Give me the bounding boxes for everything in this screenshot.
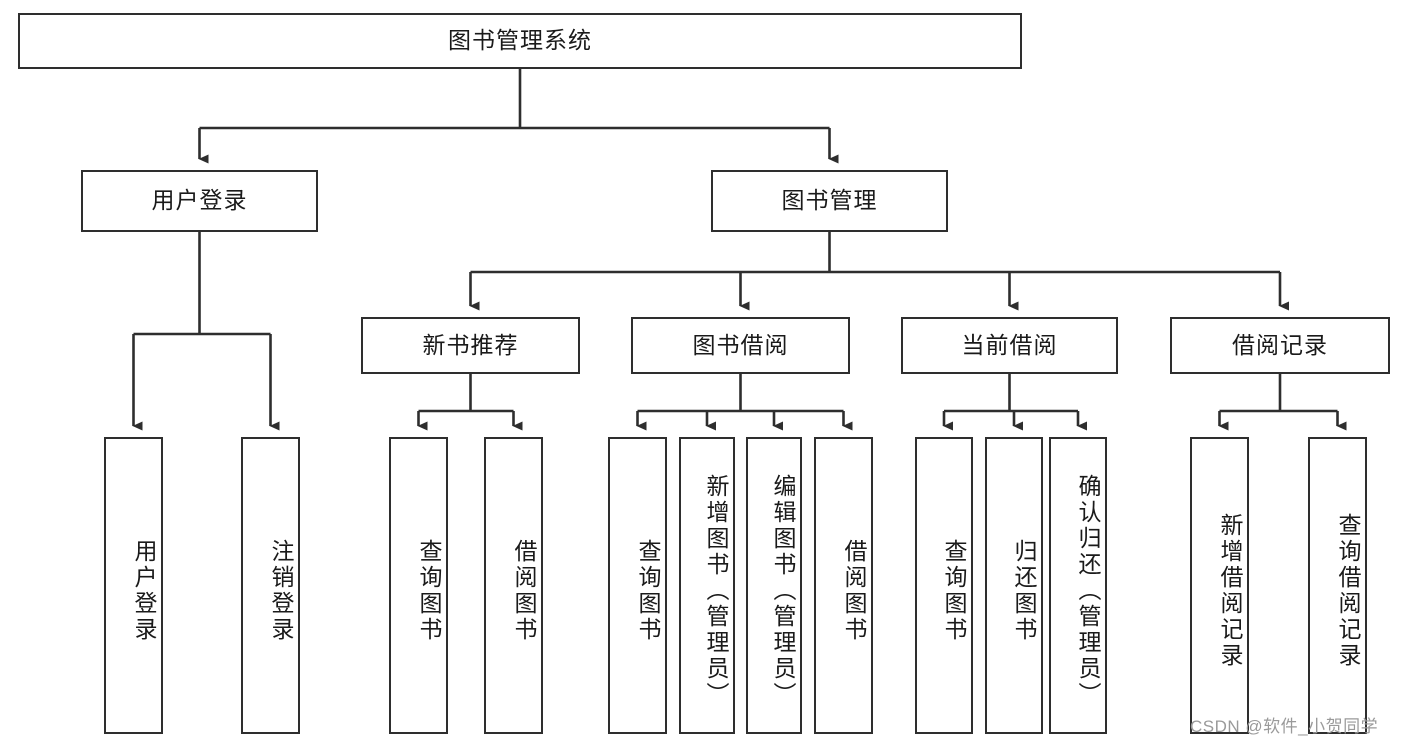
node-borrow-record-label: 借阅记录 (1232, 331, 1328, 358)
node-current-borrow[interactable]: 当前借阅 (901, 317, 1118, 374)
node-leaf-user-logout-label: 注销登录 (268, 538, 294, 643)
node-leaf-user-login[interactable]: 用户登录 (104, 437, 163, 734)
node-leaf-query-book-3-label: 查询图书 (941, 538, 967, 643)
node-leaf-borrow-book-1-label: 借阅图书 (511, 538, 537, 643)
node-leaf-user-logout[interactable]: 注销登录 (241, 437, 300, 734)
node-new-book-recommend-label: 新书推荐 (422, 331, 519, 358)
node-leaf-query-book-2[interactable]: 查询图书 (608, 437, 667, 734)
node-new-book-recommend[interactable]: 新书推荐 (361, 317, 580, 374)
node-leaf-query-book-2-label: 查询图书 (635, 538, 661, 643)
node-leaf-add-book-admin-label: 新增图书（管理员） (703, 473, 729, 708)
node-book-management-label: 图书管理 (781, 187, 878, 214)
node-root-label: 图书管理系统 (448, 27, 592, 54)
node-leaf-query-book-1[interactable]: 查询图书 (389, 437, 448, 734)
node-borrow-record[interactable]: 借阅记录 (1170, 317, 1390, 374)
node-leaf-confirm-return[interactable]: 确认归还（管理员） (1049, 437, 1107, 734)
node-leaf-borrow-book-2[interactable]: 借阅图书 (814, 437, 873, 734)
node-root[interactable]: 图书管理系统 (18, 13, 1022, 69)
node-leaf-add-record[interactable]: 新增借阅记录 (1190, 437, 1249, 734)
node-leaf-edit-book-admin-label: 编辑图书（管理员） (770, 473, 796, 708)
csdn-watermark: CSDN @软件_小贺同学 (1190, 717, 1379, 736)
node-leaf-add-book-admin[interactable]: 新增图书（管理员） (679, 437, 735, 734)
node-leaf-user-login-label: 用户登录 (131, 538, 157, 643)
node-leaf-confirm-return-label: 确认归还（管理员） (1075, 473, 1101, 708)
node-leaf-edit-book-admin[interactable]: 编辑图书（管理员） (746, 437, 802, 734)
node-leaf-query-book-3[interactable]: 查询图书 (915, 437, 973, 734)
node-leaf-return-book[interactable]: 归还图书 (985, 437, 1043, 734)
node-book-management[interactable]: 图书管理 (711, 170, 948, 232)
node-user-login-label: 用户登录 (151, 187, 248, 214)
node-leaf-query-record-label: 查询借阅记录 (1335, 512, 1361, 669)
node-user-login[interactable]: 用户登录 (81, 170, 318, 232)
node-leaf-return-book-label: 归还图书 (1011, 538, 1037, 643)
node-leaf-query-record[interactable]: 查询借阅记录 (1308, 437, 1367, 734)
node-leaf-borrow-book-2-label: 借阅图书 (841, 538, 867, 643)
node-book-borrow-label: 图书借阅 (692, 331, 789, 358)
node-current-borrow-label: 当前借阅 (961, 331, 1058, 358)
node-leaf-add-record-label: 新增借阅记录 (1217, 512, 1243, 669)
node-leaf-query-book-1-label: 查询图书 (416, 538, 442, 643)
node-leaf-borrow-book-1[interactable]: 借阅图书 (484, 437, 543, 734)
node-book-borrow[interactable]: 图书借阅 (631, 317, 850, 374)
